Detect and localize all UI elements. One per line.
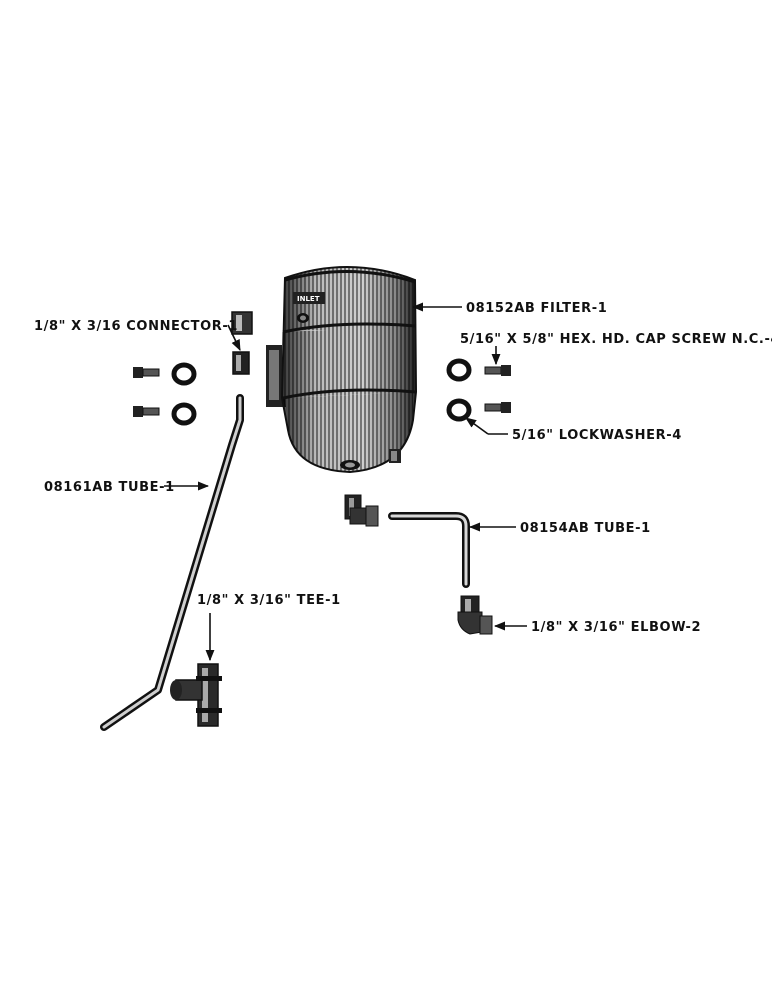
label-right-tube: 08154AB TUBE-1 (520, 521, 651, 536)
right-cap-screws (484, 365, 511, 413)
connector (231, 311, 253, 375)
inlet-label: INLET (297, 295, 320, 303)
label-elbow: 1/8" X 3/16" ELBOW-2 (531, 620, 701, 635)
filter-canister: INLET (266, 266, 418, 474)
right-lockwashers (446, 358, 472, 422)
left-lockwashers (171, 362, 197, 426)
left-tube (100, 394, 244, 731)
label-filter: 08152AB FILTER-1 (466, 301, 607, 316)
label-tee: 1/8" X 3/16" TEE-1 (197, 593, 341, 608)
elbow-lower (457, 595, 493, 635)
label-left-tube: 08161AB TUBE-1 (44, 480, 175, 495)
label-lockwasher: 5/16" LOCKWASHER-4 (512, 428, 682, 443)
label-connector: 1/8" X 3/16 CONNECTOR-1 (34, 319, 238, 334)
elbow-upper (344, 494, 379, 527)
right-tube (388, 512, 470, 588)
left-cap-screws (133, 367, 160, 417)
label-cap-screw: 5/16" X 5/8" HEX. HD. CAP SCREW N.C.-4 (460, 332, 772, 347)
tee-fitting (170, 663, 222, 727)
